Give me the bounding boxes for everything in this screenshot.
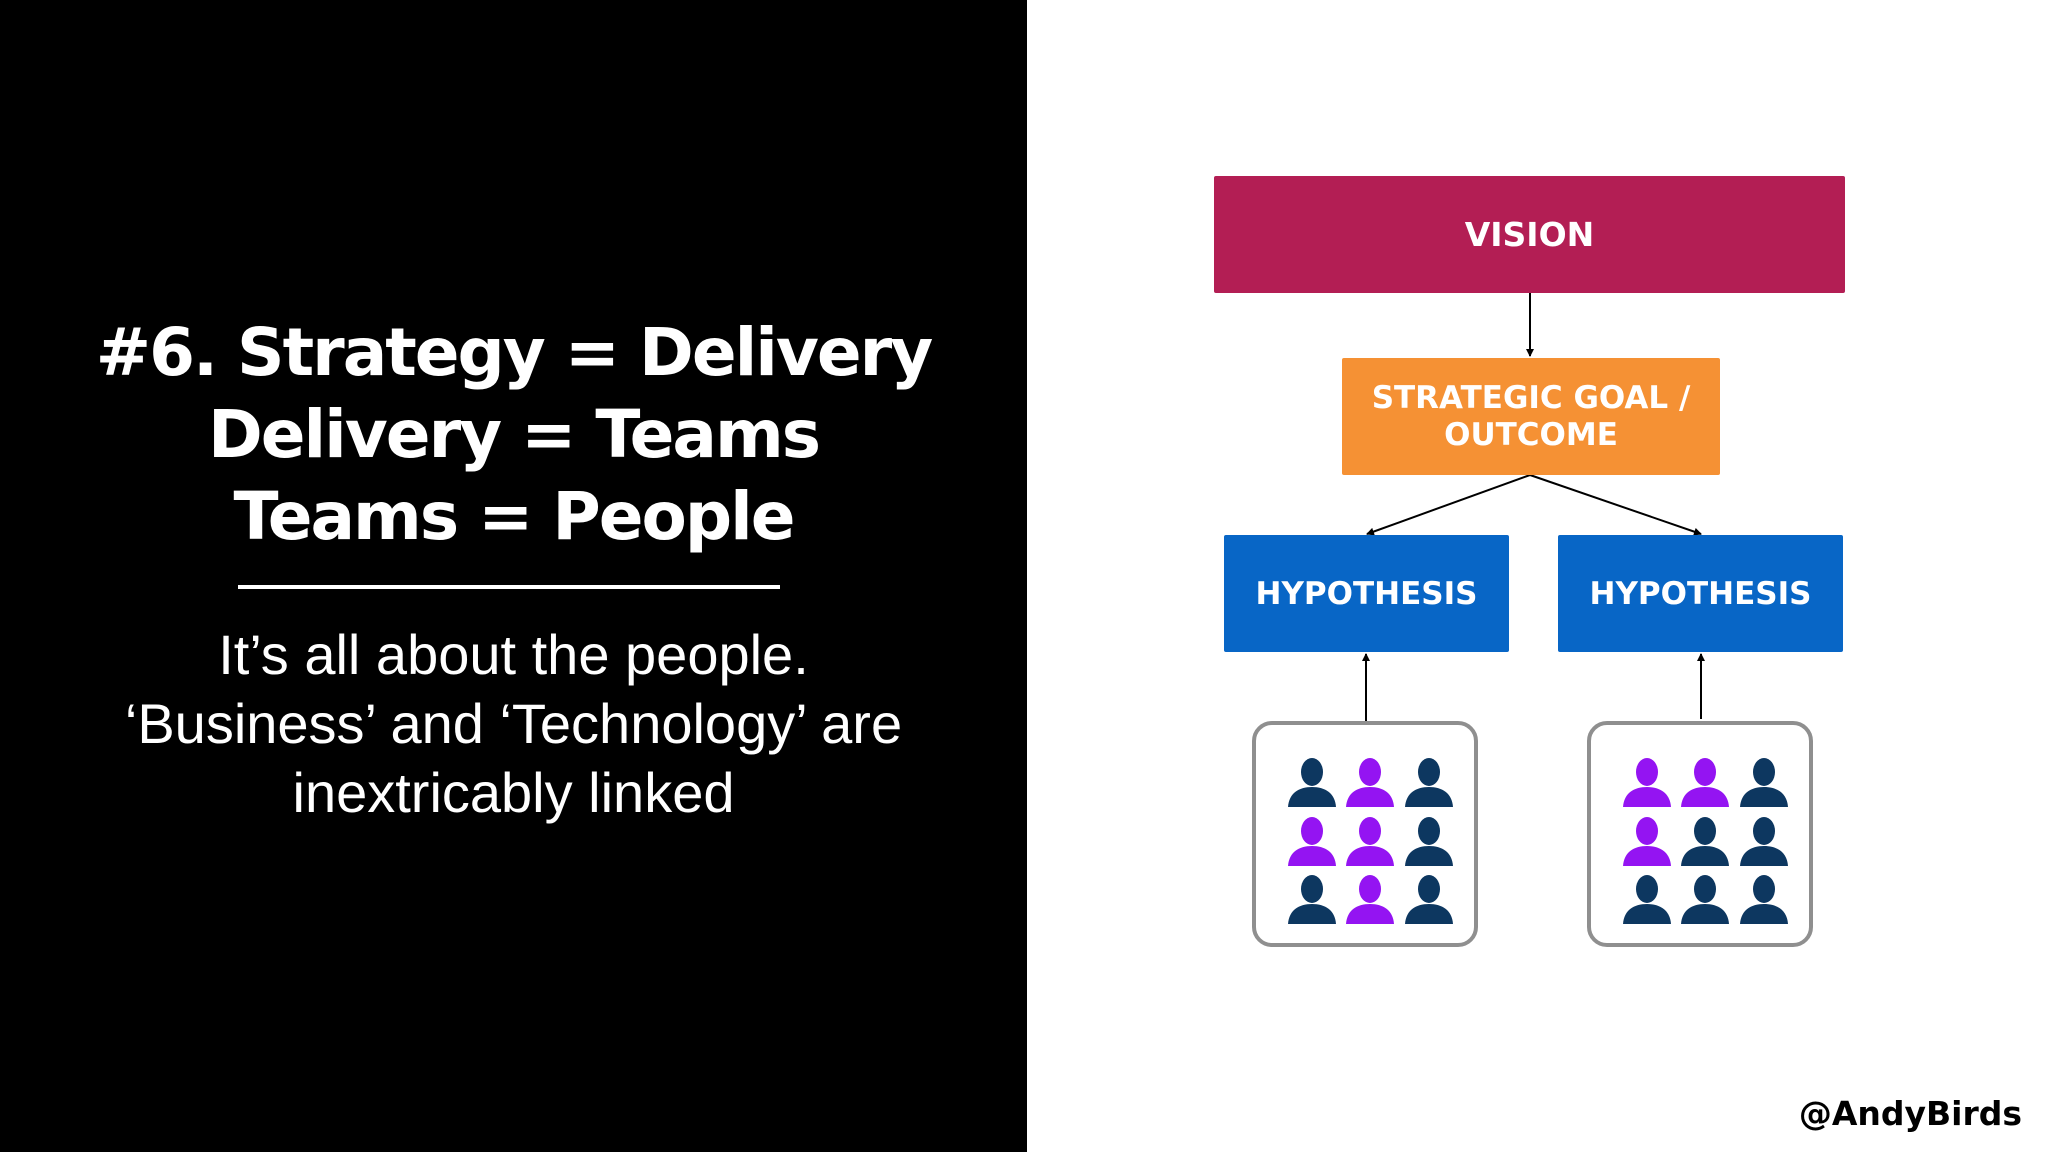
subtext-line-2: ‘Business’ and ‘Technology’ are <box>124 692 903 755</box>
person-icon <box>1405 817 1453 866</box>
person-icon <box>1405 758 1453 807</box>
hypothesis-label-right: HYPOTHESIS <box>1589 575 1812 612</box>
vision-label: VISION <box>1464 215 1595 254</box>
subtext-line-3: inextricably linked <box>292 761 735 824</box>
headline-divider <box>238 585 780 589</box>
person-icon <box>1681 758 1729 807</box>
person-icon <box>1288 875 1336 924</box>
headline-line-1: #6. Strategy = Delivery <box>95 314 933 391</box>
person-icon <box>1288 817 1336 866</box>
headline: #6. Strategy = Delivery Delivery = Teams… <box>0 312 1027 558</box>
strategic-goal-box: STRATEGIC GOAL / OUTCOME <box>1342 358 1720 475</box>
strategic-goal-label-line-2: OUTCOME <box>1444 416 1618 453</box>
person-icon <box>1740 758 1788 807</box>
person-icon <box>1623 817 1671 866</box>
strategic-goal-label-line-1: STRATEGIC GOAL / <box>1371 379 1691 416</box>
subtext-line-1: It’s all about the people. <box>218 623 809 686</box>
author-handle: @AndyBirds <box>1798 1094 2022 1133</box>
person-icon <box>1405 875 1453 924</box>
headline-line-2: Delivery = Teams <box>207 396 821 473</box>
person-icon <box>1740 875 1788 924</box>
right-panel <box>1027 0 2048 1152</box>
person-icon <box>1681 875 1729 924</box>
hypothesis-box-left: HYPOTHESIS <box>1224 535 1509 652</box>
person-icon <box>1623 758 1671 807</box>
person-icon <box>1681 817 1729 866</box>
team-box-left <box>1252 721 1478 947</box>
headline-line-3: Teams = People <box>233 478 796 555</box>
person-icon <box>1740 817 1788 866</box>
hypothesis-label-left: HYPOTHESIS <box>1255 575 1478 612</box>
left-panel: #6. Strategy = Delivery Delivery = Teams… <box>0 0 1027 1152</box>
team-box-right <box>1587 721 1813 947</box>
person-icon <box>1346 817 1394 866</box>
vision-box: VISION <box>1214 176 1845 293</box>
person-icon <box>1288 758 1336 807</box>
person-icon <box>1346 875 1394 924</box>
subtext: It’s all about the people. ‘Business’ an… <box>0 620 1027 827</box>
person-icon <box>1623 875 1671 924</box>
hypothesis-box-right: HYPOTHESIS <box>1558 535 1843 652</box>
person-icon <box>1346 758 1394 807</box>
